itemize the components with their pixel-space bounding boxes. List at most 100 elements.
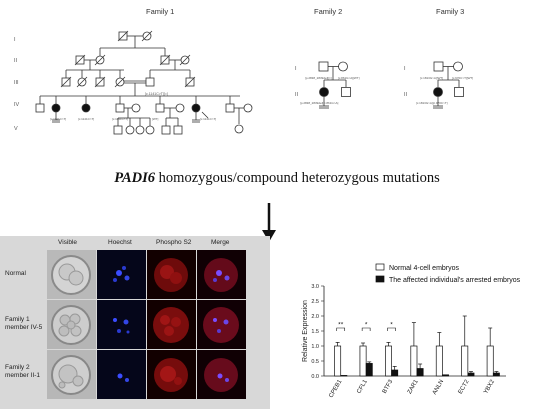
category-label: YBX2 [483,378,496,395]
pedigree-male [115,103,125,113]
micrograph-hoechst [97,300,146,349]
pedigree-male [173,125,183,135]
micrograph-panel: Visible Hoechst Phospho S2 Merge Normal … [0,236,270,409]
pedigree-family-3: Family 3 I II [c.1813G>A][WT] [c.970C>T]… [404,7,473,109]
svg-text:[WT]: [WT] [152,117,158,121]
y-tick-label: 1.0 [311,344,319,350]
pedigree-family-2: Family 2 I II [p.2838_2839del][=] [c.861… [295,7,360,109]
pedigree-male [433,61,444,72]
bar [365,363,373,377]
micrograph-visible [47,250,96,299]
generation-label: II [295,92,299,98]
category-label: ZAR1 [407,378,420,395]
legend-label: Normal 4-cell embryos [389,265,460,272]
svg-text:[c.1813G>A][WT]: [c.1813G>A][WT] [420,76,443,80]
bar [442,374,449,377]
generation-label: II [14,58,18,64]
bar [334,345,342,377]
micrograph-merge [197,300,246,349]
pedigree-female [115,77,125,87]
bar [435,345,443,377]
micrograph-phospho-s2 [147,250,196,299]
pedigree-male [454,87,464,97]
pedigree-female [125,125,135,135]
svg-text:[c.970C>T][WT]: [c.970C>T][WT] [452,76,473,80]
pedigree-title: Family 2 [314,7,342,16]
significance-bracket [387,327,396,331]
pedigree-male [161,125,171,135]
bar [467,372,475,377]
pedigree-male [225,103,235,113]
category-label: ANLN [432,379,445,396]
pedigree-affected-female [191,103,201,113]
significance-bracket [336,327,346,331]
pedigree-male [35,103,45,113]
pedigree-affected-female [319,87,329,97]
pedigree-male [155,103,165,113]
bar [359,345,367,377]
y-tick-label: 2.5 [311,299,319,305]
micrograph-phospho-s2 [147,300,196,349]
micrograph-merge [197,350,246,399]
svg-text:[c.1813G>A][c.970C>T]: [c.1813G>A][c.970C>T] [416,101,448,105]
y-tick-label: 2.0 [311,314,319,320]
bar [492,372,500,377]
category-label: CPEB1 [328,378,343,399]
svg-text:[c.1141C>T]: [c.1141C>T] [78,117,94,121]
pedigree-female [338,61,348,72]
pedigree-male [318,61,329,72]
pedigree-male [145,77,155,87]
column-header-phospho: Phospho S2 [156,239,192,246]
pedigree-female [145,125,155,135]
significance-marker: * [365,322,368,329]
pedigree-female [95,55,105,65]
svg-text:[c.1141C>T]: [c.1141C>T] [200,117,216,121]
column-header-visible: Visible [58,239,78,246]
pedigree-female [180,55,190,65]
generation-label: V [14,126,18,132]
micrograph-phospho-s2 [147,350,196,399]
column-header-merge: Merge [211,239,230,246]
pedigree-female [243,103,253,113]
pedigree-female [135,125,145,135]
legend-swatch [375,275,385,283]
pedigree-affected-female [433,87,443,97]
column-header-hoechst: Hoechst [108,239,132,246]
pedigree-title: Family 1 [146,7,174,16]
generation-label: I [404,66,406,72]
micrograph-visible [47,300,96,349]
category-label: CFL1 [356,378,369,394]
y-tick-label: 1.5 [311,329,319,335]
significance-marker: ** [338,322,344,329]
y-tick-label: 0.0 [311,374,319,380]
y-tick-label: 0.5 [311,359,319,365]
pedigree-female [142,31,152,41]
pedigree-male [95,77,105,87]
pedigree-male [61,77,71,87]
caption-text: homozygous/compound heterozygous mutatio… [155,170,440,186]
bar [340,375,348,377]
pedigree-family-1: Family 1 I II III IV V [14,7,253,135]
row-label-normal: Normal [5,270,26,277]
bar [416,368,424,377]
significance-marker: * [390,322,393,329]
pedigree-affected-female [81,103,91,113]
svg-text:[c.861G>A][WT]: [c.861G>A][WT] [338,76,360,80]
micrograph-merge [197,250,246,299]
pedigree-female [234,124,244,134]
bar [410,345,418,377]
category-label: ECT2 [458,378,471,395]
pedigree-male [185,77,195,87]
svg-text:[p.2838_2839del][=]: [p.2838_2839del][=] [305,76,332,80]
mutation-caption: PADI6 homozygous/compound heterozygous m… [0,170,554,187]
significance-bracket [361,327,371,331]
generation-label: I [295,66,297,72]
bar [486,345,494,377]
micrograph-hoechst [97,250,146,299]
generation-label: IV [14,102,20,108]
generation-label: I [14,37,16,43]
